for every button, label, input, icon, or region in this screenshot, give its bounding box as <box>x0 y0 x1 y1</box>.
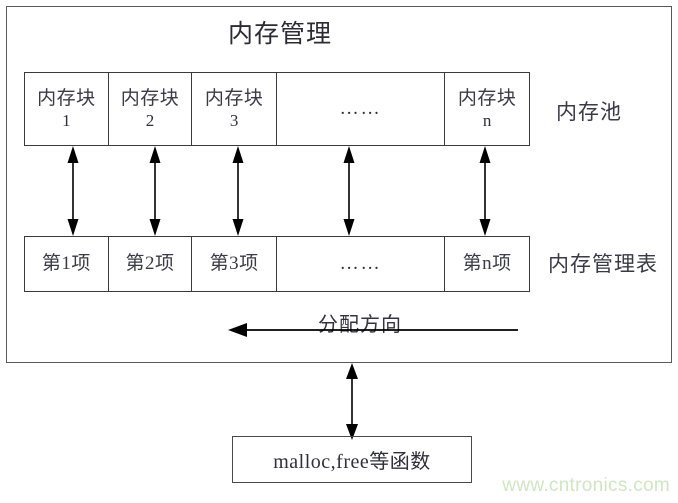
memory-table-label: 内存管理表 <box>548 252 658 276</box>
memory-block-cell-1: 内存块 1 <box>25 73 109 145</box>
memory-block-label-1: 内存块 <box>37 88 96 110</box>
memory-block-index-1: 1 <box>62 110 71 130</box>
memory-block-cell-ellipsis: …… <box>277 73 446 145</box>
memory-management-frame <box>6 6 672 363</box>
memory-block-cell-2: 内存块 2 <box>109 73 193 145</box>
link-arrow-3 <box>232 146 244 236</box>
memory-block-label-3: 内存块 <box>204 88 264 110</box>
link-arrow-1 <box>67 146 79 236</box>
memory-pool-label: 内存池 <box>556 100 622 124</box>
link-arrow-4 <box>343 146 355 236</box>
table-entry-label-2: 第2项 <box>125 253 175 275</box>
memory-block-label-2: 内存块 <box>120 88 180 110</box>
table-entry-cell-1: 第1项 <box>25 237 109 291</box>
frame-to-function-arrow <box>346 363 358 440</box>
memory-block-cell-n: 内存块 n <box>445 73 529 145</box>
allocation-direction-arrow <box>228 323 518 337</box>
memory-block-label-n: 内存块 <box>457 88 517 110</box>
function-box-label: malloc,free等函数 <box>273 451 431 473</box>
memory-block-cell-3: 内存块 3 <box>192 73 278 145</box>
memory-block-index-n: n <box>482 110 492 130</box>
memory-table-row: 第1项 第2项 第3项 …… 第n项 <box>24 236 530 292</box>
table-entry-label-n: 第n项 <box>462 253 512 275</box>
link-arrow-2 <box>149 146 161 236</box>
watermark: www.cntronics.com <box>502 475 670 496</box>
memory-block-index-3: 3 <box>229 110 239 130</box>
table-entry-cell-3: 第3项 <box>192 237 278 291</box>
table-entry-label-1: 第1项 <box>41 253 91 275</box>
table-entry-cell-2: 第2项 <box>109 237 193 291</box>
table-entry-cell-n: 第n项 <box>445 237 529 291</box>
ellipsis-icon: …… <box>339 98 382 120</box>
table-entry-cell-ellipsis: …… <box>277 237 446 291</box>
table-entry-label-3: 第3项 <box>209 253 259 275</box>
ellipsis-icon: …… <box>339 253 382 275</box>
function-box: malloc,free等函数 <box>232 436 472 483</box>
page-title: 内存管理 <box>227 21 332 48</box>
link-arrow-5 <box>479 146 491 236</box>
memory-pool-row: 内存块 1 内存块 2 内存块 3 …… 内存块 n <box>24 72 530 146</box>
memory-block-index-2: 2 <box>145 110 155 130</box>
